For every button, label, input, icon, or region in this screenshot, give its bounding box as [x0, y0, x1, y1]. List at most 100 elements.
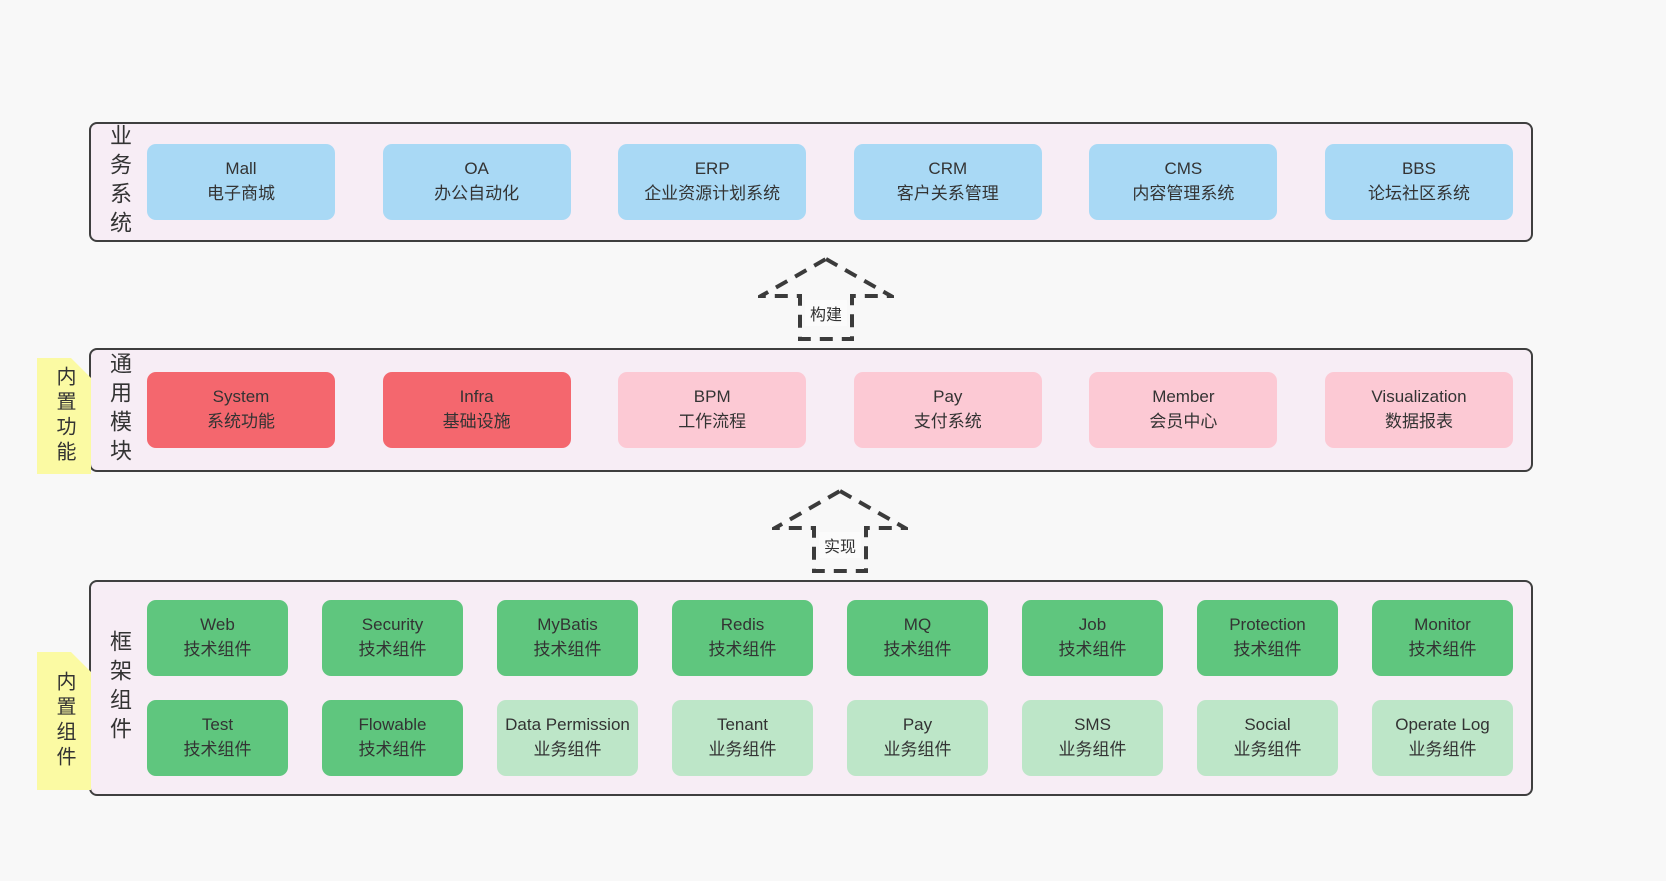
box-title: Tenant	[716, 715, 769, 735]
dashed-up-arrow-icon	[772, 488, 908, 573]
box-title: Job	[1078, 615, 1107, 635]
section-label-modules: 通用模块	[107, 352, 132, 468]
section-business-systems: 业务系统 Mall 电子商城 OA 办公自动化 ERP 企业资源计划系统 CRM 客户关系管理…	[89, 122, 1533, 242]
box-title: Infra	[459, 387, 494, 407]
box-title: Redis	[720, 615, 765, 635]
box-subtitle: 客户关系管理	[896, 184, 999, 203]
box-title: BBS	[1401, 159, 1436, 179]
box-monitor: Monitor 技术组件	[1372, 600, 1513, 676]
box-title: Security	[361, 615, 424, 635]
folded-corner-icon	[71, 652, 91, 672]
box-subtitle: 技术组件	[183, 740, 252, 759]
box-title: Visualization	[1371, 387, 1467, 407]
arrow-implement-label: 实现	[818, 532, 862, 558]
box-title: Pay	[902, 715, 933, 735]
box-subtitle: 业务组件	[708, 740, 777, 759]
box-subtitle: 技术组件	[183, 640, 252, 659]
box-social: Social 业务组件	[1197, 700, 1338, 776]
box-subtitle: 业务组件	[1233, 740, 1302, 759]
box-title: BPM	[693, 387, 731, 407]
business-boxes-row: Mall 电子商城 OA 办公自动化 ERP 企业资源计划系统 CRM 客户关系管理 CMS 内容…	[147, 144, 1531, 220]
box-title: ERP	[694, 159, 730, 179]
box-subtitle: 会员中心	[1149, 412, 1218, 431]
box-title: Data Permission	[505, 715, 630, 735]
box-operate-log: Operate Log 业务组件	[1372, 700, 1513, 776]
box-mall: Mall 电子商城	[147, 144, 335, 220]
box-subtitle: 技术组件	[358, 640, 427, 659]
dashed-up-arrow-icon	[758, 256, 894, 341]
sticky-note-builtin-components: 内置组件	[37, 652, 91, 790]
sticky-note-text: 内置功能	[53, 366, 75, 466]
box-title: MQ	[903, 615, 932, 635]
arrow-build: 构建	[758, 256, 894, 342]
box-title: Web	[200, 615, 235, 635]
box-web: Web 技术组件	[147, 600, 288, 676]
box-subtitle: 技术组件	[358, 740, 427, 759]
box-tenant: Tenant 业务组件	[672, 700, 813, 776]
box-erp: ERP 企业资源计划系统	[618, 144, 807, 220]
box-data-permission: Data Permission 业务组件	[497, 700, 638, 776]
box-subtitle: 企业资源计划系统	[644, 184, 781, 203]
sticky-note-text: 内置组件	[53, 671, 75, 771]
box-subtitle: 办公自动化	[434, 184, 520, 203]
box-bbs: BBS 论坛社区系统	[1324, 144, 1513, 220]
box-subtitle: 业务组件	[1058, 740, 1127, 759]
box-infra: Infra 基础设施	[382, 372, 571, 448]
arrow-build-label: 构建	[804, 300, 848, 326]
box-cms: CMS 内容管理系统	[1089, 144, 1278, 220]
box-subtitle: 数据报表	[1384, 412, 1453, 431]
box-subtitle: 技术组件	[708, 640, 777, 659]
box-mq: MQ 技术组件	[847, 600, 988, 676]
box-title: Monitor	[1414, 615, 1471, 635]
box-title: Test	[201, 715, 234, 735]
box-subtitle: 技术组件	[533, 640, 602, 659]
box-subtitle: 内容管理系统	[1132, 184, 1235, 203]
box-title: Operate Log	[1395, 715, 1490, 735]
box-redis: Redis 技术组件	[672, 600, 813, 676]
folded-corner-icon	[71, 358, 91, 378]
box-member: Member 会员中心	[1089, 372, 1278, 448]
box-subtitle: 业务组件	[1408, 740, 1477, 759]
box-title: Mall	[225, 159, 257, 179]
box-bpm: BPM 工作流程	[618, 372, 807, 448]
box-subtitle: 业务组件	[533, 740, 602, 759]
box-subtitle: 系统功能	[207, 412, 275, 431]
box-subtitle: 基础设施	[442, 412, 511, 431]
box-subtitle: 论坛社区系统	[1367, 184, 1470, 203]
section-label-framework: 框架组件	[107, 630, 132, 746]
arrow-implement: 实现	[772, 488, 908, 574]
box-sms: SMS 业务组件	[1022, 700, 1163, 776]
box-title: CRM	[928, 159, 968, 179]
box-job: Job 技术组件	[1022, 600, 1163, 676]
box-title: OA	[464, 159, 489, 179]
section-label-business: 业务系统	[107, 124, 132, 240]
box-title: SMS	[1074, 715, 1111, 735]
box-subtitle: 电子商城	[207, 184, 275, 203]
box-crm: CRM 客户关系管理	[853, 144, 1042, 220]
box-title: Flowable	[358, 715, 427, 735]
box-subtitle: 技术组件	[1408, 640, 1477, 659]
box-subtitle: 工作流程	[678, 412, 747, 431]
box-title: Member	[1152, 387, 1215, 407]
box-subtitle: 技术组件	[883, 640, 952, 659]
box-title: Social	[1244, 715, 1291, 735]
box-visualization: Visualization 数据报表	[1324, 372, 1513, 448]
box-subtitle: 技术组件	[1058, 640, 1127, 659]
box-title: Pay	[933, 387, 963, 407]
box-flowable: Flowable 技术组件	[322, 700, 463, 776]
box-security: Security 技术组件	[322, 600, 463, 676]
box-oa: OA 办公自动化	[382, 144, 571, 220]
box-title: CMS	[1164, 159, 1203, 179]
